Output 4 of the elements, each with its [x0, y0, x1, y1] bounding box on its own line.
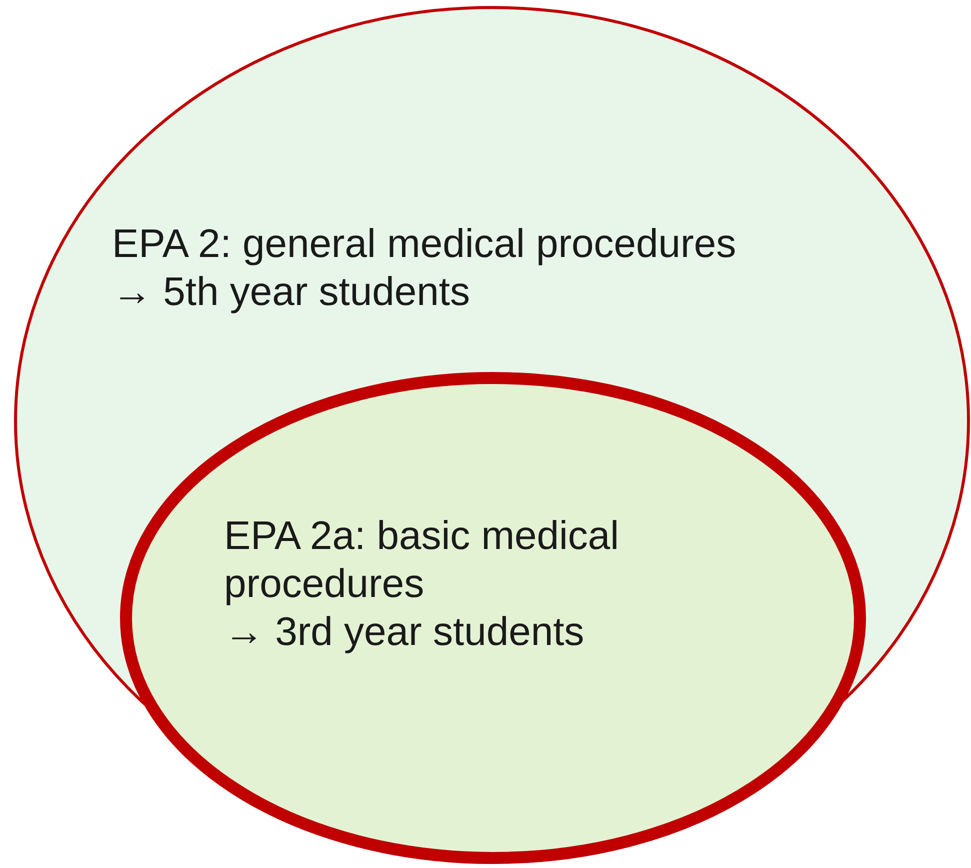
ellipse-label: EPA 2: general medical procedures	[112, 221, 738, 268]
ellipse-label: EPA 2a: basic medical procedures	[224, 513, 620, 608]
ellipse-label: → 5th year students	[112, 269, 471, 316]
ellipse-label: → 3rd year students	[224, 609, 586, 656]
